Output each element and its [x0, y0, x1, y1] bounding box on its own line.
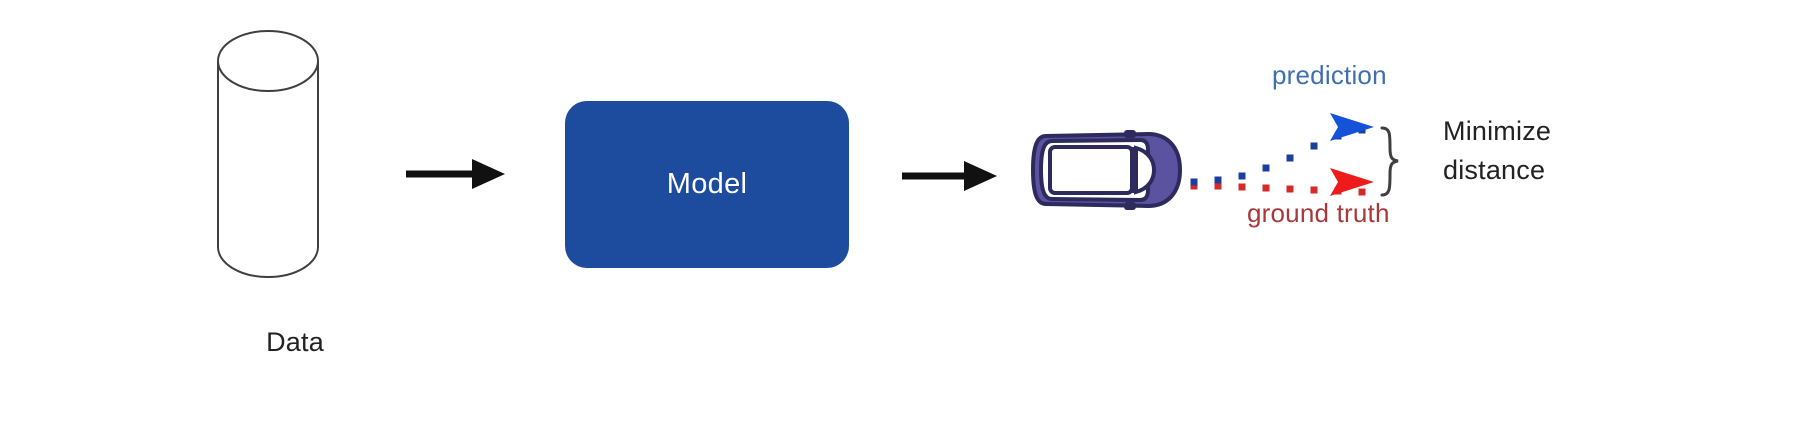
prediction-arrowhead-icon: [1330, 113, 1374, 141]
ground-truth-label: ground truth: [1247, 198, 1390, 228]
trajectory-layer: [1180, 100, 1420, 220]
ground_truth-dot: [1262, 184, 1270, 192]
ground_truth-dot: [1310, 186, 1318, 194]
ground_truth-dot: [1286, 185, 1294, 193]
prediction-dot: [1190, 178, 1198, 186]
ground_truth-dot: [1358, 188, 1366, 196]
database-cylinder-icon: [216, 28, 320, 280]
prediction-dot: [1214, 176, 1222, 184]
arrow-data-to-model-icon: [404, 152, 510, 196]
model-label: Model: [666, 168, 748, 200]
data-source-label: Data: [266, 327, 324, 357]
prediction-label: prediction: [1272, 60, 1387, 90]
model-node[interactable]: Model: [565, 101, 849, 268]
ground_truth-dot: [1214, 182, 1222, 190]
car-top-view-icon: [1028, 126, 1188, 214]
minimize-line-1: Minimize: [1443, 116, 1552, 146]
ground_truth-dot: [1238, 183, 1246, 191]
prediction-dot: [1238, 172, 1246, 180]
prediction-dot: [1310, 142, 1318, 150]
arrow-model-to-car-icon: [900, 153, 1002, 197]
ground_truth-dot: [1190, 182, 1198, 190]
right-curly-brace-icon: [1380, 126, 1399, 197]
ground-truth-arrowhead-icon: [1330, 168, 1374, 196]
minimize-line-2: distance: [1443, 155, 1546, 185]
prediction-dot: [1286, 154, 1294, 162]
prediction-dot: [1262, 164, 1270, 172]
minimize-distance-label: Minimize distance: [1443, 112, 1551, 190]
